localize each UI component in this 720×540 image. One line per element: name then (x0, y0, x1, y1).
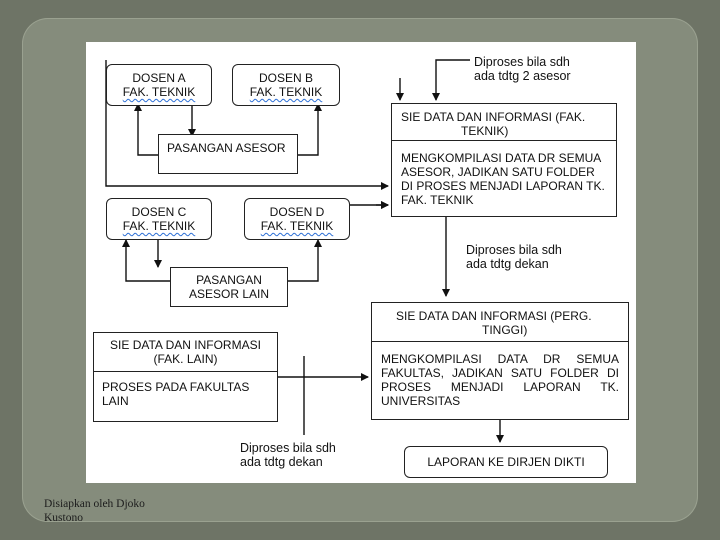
sie-pt-body-3: PROSES MENJADI LAPORAN TK. (381, 380, 619, 394)
dosen-c-box: DOSEN C FAK. TEKNIK (106, 198, 212, 240)
note-bottom-line-2: ada tdtg dekan (240, 455, 323, 469)
sie-pt-title-2: TINGGI) (482, 323, 528, 337)
sie-pt-body-4: UNIVERSITAS (381, 394, 461, 408)
dosen-c-faculty: FAK. TEKNIK (122, 219, 196, 233)
dosen-a-box: DOSEN A FAK. TEKNIK (106, 64, 212, 106)
dosen-b-name: DOSEN B (258, 71, 313, 85)
sie-teknik-body-2: ASESOR, JADIKAN SATU FOLDER (401, 165, 595, 179)
footer-line-2: Kustono (44, 512, 83, 524)
sie-teknik-title-1: SIE DATA DAN INFORMASI (FAK. (401, 110, 586, 124)
pasangan-asesor-box: PASANGAN ASESOR (158, 134, 298, 174)
sie-teknik-title-2: TEKNIK) (461, 124, 509, 138)
pasangan-asesor-label: PASANGAN ASESOR (167, 141, 286, 155)
laporan-label: LAPORAN KE DIRJEN DIKTI (427, 455, 585, 469)
footer-line-1: Disiapkan oleh Djoko (44, 498, 145, 510)
arrow-asesor-to-dosen-a (134, 103, 160, 156)
note-top-line-1: Diproses bila sdh (474, 55, 570, 69)
sie-teknik-body-3: DI PROSES MENJADI LAPORAN TK. (401, 179, 605, 193)
sie-lain-body-1: PROSES PADA FAKULTAS (102, 380, 250, 394)
note-top: Diproses bila sdh ada tdtg 2 asesor (474, 55, 571, 83)
note-mid-line-2: ada tdtg dekan (466, 257, 549, 271)
pasangan-lain-line-2: ASESOR LAIN (188, 287, 270, 301)
note-bottom-line-1: Diproses bila sdh (240, 441, 336, 455)
pasangan-asesor-lain-box: PASANGAN ASESOR LAIN (170, 267, 288, 307)
note-top-line-2: ada tdtg 2 asesor (474, 69, 571, 83)
note-mid-line-1: Diproses bila sdh (466, 243, 562, 257)
dosen-b-faculty: FAK. TEKNIK (249, 85, 323, 99)
sie-lain-box: SIE DATA DAN INFORMASI (FAK. LAIN) PROSE… (93, 332, 278, 422)
sie-pt-title-1: SIE DATA DAN INFORMASI (PERG. (396, 309, 592, 323)
arrow-note-top-to-sie-teknik (432, 59, 470, 101)
sie-pt-box: SIE DATA DAN INFORMASI (PERG. TINGGI) ME… (371, 302, 629, 420)
dosen-d-box: DOSEN D FAK. TEKNIK (244, 198, 350, 240)
sie-lain-title-2: (FAK. LAIN) (153, 352, 218, 366)
sie-pt-body-1: MENGKOMPILASI DATA DR SEMUA (381, 352, 619, 366)
sie-teknik-body-1: MENGKOMPILASI DATA DR SEMUA (401, 151, 602, 165)
arrow-lain-to-dosen-d (288, 239, 322, 282)
dosen-a-name: DOSEN A (132, 71, 186, 85)
sie-pt-body-2: FAKULTAS, JADIKAN SATU FOLDER DI (381, 366, 619, 380)
note-bottom: Diproses bila sdh ada tdtg dekan (240, 441, 336, 469)
sie-teknik-box: SIE DATA DAN INFORMASI (FAK. TEKNIK) MEN… (391, 103, 617, 217)
author-footer: Disiapkan oleh Djoko Kustono (44, 497, 184, 525)
dosen-c-name: DOSEN C (131, 205, 187, 219)
dosen-d-name: DOSEN D (269, 205, 325, 219)
sie-lain-body-2: LAIN (102, 394, 129, 408)
dosen-d-faculty: FAK. TEKNIK (260, 219, 334, 233)
note-mid: Diproses bila sdh ada tdtg dekan (466, 243, 562, 271)
dosen-b-box: DOSEN B FAK. TEKNIK (232, 64, 340, 106)
sie-lain-title-1: SIE DATA DAN INFORMASI (110, 338, 261, 352)
laporan-box: LAPORAN KE DIRJEN DIKTI (404, 446, 608, 478)
arrow-asesor-to-dosen-b (298, 103, 322, 156)
pasangan-lain-line-1: PASANGAN (196, 273, 262, 287)
dosen-a-faculty: FAK. TEKNIK (122, 85, 196, 99)
sie-teknik-body-4: FAK. TEKNIK (401, 193, 474, 207)
arrow-lain-to-dosen-c (122, 239, 170, 282)
